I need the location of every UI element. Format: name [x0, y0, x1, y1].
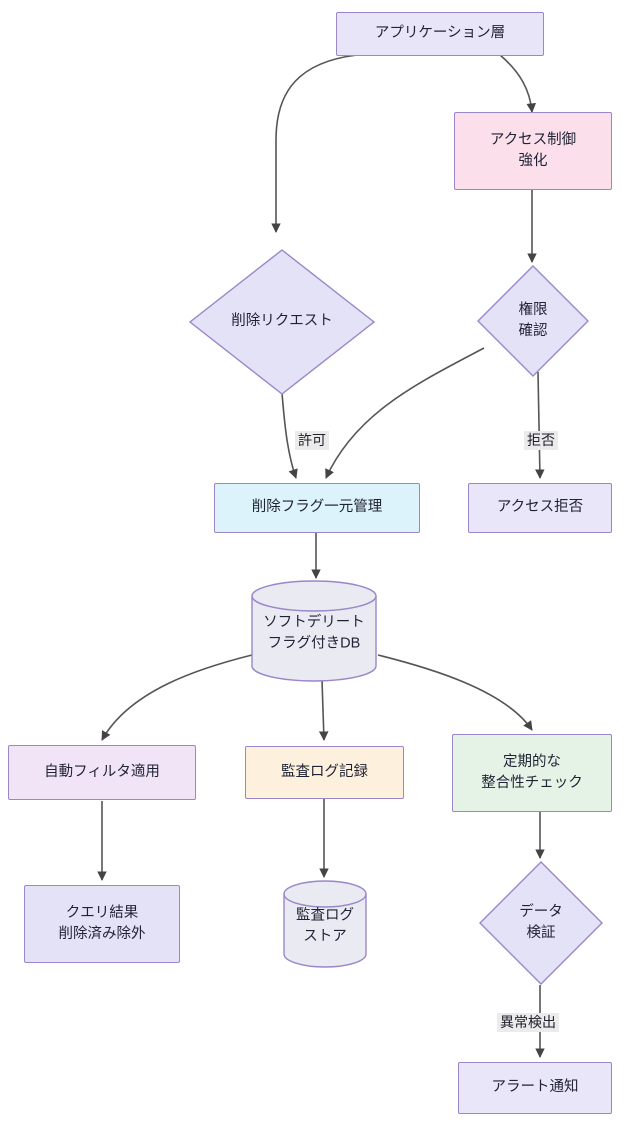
node-label: クエリ結果 削除済み除外: [58, 904, 146, 942]
node-auto-filter[interactable]: 自動フィルタ適用: [8, 745, 196, 800]
node-data-validation[interactable]: データ 検証: [478, 860, 604, 986]
diamond-shape: [477, 265, 589, 377]
edge-permission-check-to-access-denied: [535, 371, 545, 479]
node-flag-central[interactable]: 削除フラグ一元管理: [214, 483, 420, 533]
edge-label-permit: 許可: [295, 431, 329, 450]
node-access-denied[interactable]: アクセス拒否: [468, 483, 612, 533]
node-alert-notify[interactable]: アラート通知: [458, 1062, 612, 1114]
node-query-result[interactable]: クエリ結果 削除済み除外: [24, 885, 180, 963]
node-access-control[interactable]: アクセス制御 強化: [454, 112, 612, 190]
edge-app-layer-to-access-control: [499, 54, 536, 113]
node-delete-request[interactable]: 削除リクエスト: [188, 248, 376, 396]
node-label: アプリケーション層: [374, 25, 506, 42]
node-label: 自動フィルタ適用: [44, 763, 160, 780]
node-label: 定期的な 整合性チェック: [481, 753, 583, 791]
edge-label-anomaly: 異常検出: [497, 1013, 559, 1032]
edge-soft-delete-db-to-auto-filter: [101, 654, 253, 741]
node-integrity-check[interactable]: 定期的な 整合性チェック: [452, 734, 612, 812]
diamond-shape: [188, 249, 376, 395]
edge-soft-delete-db-to-integrity-check: [377, 654, 533, 731]
node-soft-delete-db[interactable]: ソフトデリート フラグ付きDB: [250, 580, 378, 682]
node-label: アラート通知: [491, 1079, 579, 1096]
node-permission-check[interactable]: 権限 確認: [476, 264, 590, 378]
edge-app-layer-to-delete-request: [271, 54, 358, 233]
edge-delete-request-to-flag-central: [281, 392, 298, 479]
node-label: 権限 確認: [518, 301, 548, 339]
node-label: 監査ログ記録: [281, 763, 368, 780]
edge-label-deny: 拒否: [524, 431, 558, 450]
cylinder-shape: [283, 880, 367, 968]
node-application-layer[interactable]: アプリケーション層: [336, 12, 544, 56]
node-label: 監査ログ ストア: [296, 907, 354, 945]
node-audit-store[interactable]: 監査ログ ストア: [282, 880, 368, 968]
node-label: 削除リクエスト: [231, 313, 333, 330]
node-label: アクセス制御 強化: [489, 131, 577, 169]
node-label: アクセス拒否: [496, 499, 584, 516]
node-label: 削除フラグ一元管理: [251, 499, 383, 516]
node-label: ソフトデリート フラグ付きDB: [263, 614, 365, 652]
diamond-shape: [479, 861, 603, 985]
edge-soft-delete-db-to-audit-log: [318, 679, 329, 741]
node-label: データ 検証: [519, 903, 563, 941]
node-audit-log[interactable]: 監査ログ記録: [245, 746, 404, 799]
cylinder-shape: [251, 580, 377, 682]
